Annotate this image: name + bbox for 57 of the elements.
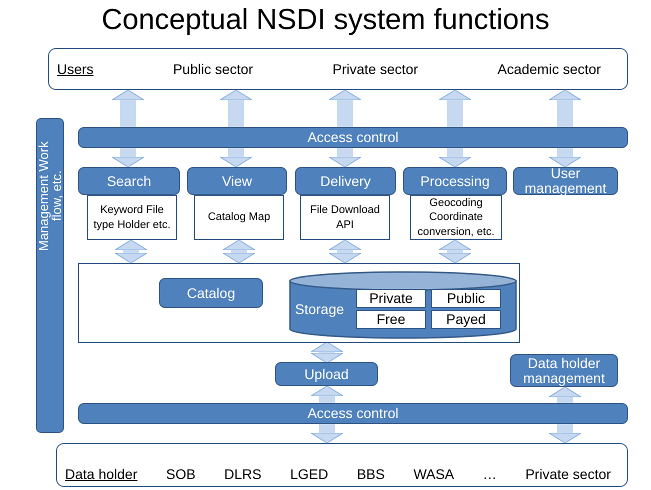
data-holder-label: BBS (356, 466, 385, 482)
data-holder-label: WASA (413, 466, 454, 482)
function-detail-box: Keyword File type Holder etc. (87, 195, 177, 240)
sector-label: Private sector (332, 61, 418, 77)
storage-category-cell: Payed (431, 310, 501, 329)
function-detail-box: File Download API (300, 195, 390, 240)
block-arrow (438, 148, 472, 168)
function-box: Catalog (159, 278, 263, 308)
block-arrow (310, 424, 344, 444)
sector-label: Public sector (172, 61, 254, 77)
block-arrow (310, 386, 344, 403)
data-holder-label: DLRS (224, 466, 262, 482)
block-arrow (112, 90, 144, 127)
block-arrow (548, 424, 582, 444)
access-control-bar: Access control (78, 127, 628, 148)
data-store-panel (78, 263, 520, 343)
function-box: Processing (403, 167, 507, 195)
block-arrow (438, 240, 472, 264)
data-holder-label: … (482, 466, 497, 482)
block-arrow (548, 386, 582, 403)
storage-category-cell: Public (431, 289, 501, 308)
function-box: Upload (275, 362, 378, 386)
function-box: User management (513, 167, 618, 195)
block-arrow (220, 148, 252, 168)
function-box: Data holder management (510, 354, 618, 387)
block-arrow (548, 148, 582, 168)
management-side-bar (36, 118, 64, 433)
data-holder-label: SOB (166, 466, 196, 482)
block-arrow (222, 240, 256, 264)
block-arrow (328, 240, 362, 264)
data-holders-box (56, 443, 628, 487)
block-arrow (328, 148, 362, 168)
function-detail-box: Geocoding Coordinate conversion, etc. (410, 195, 502, 240)
block-arrow (548, 90, 582, 127)
storage-cylinder (289, 271, 517, 339)
function-box: Delivery (295, 167, 396, 195)
data-holder-heading: Data holder (65, 466, 138, 482)
storage-category-cell: Private (356, 289, 426, 308)
data-holder-label: LGED (290, 466, 328, 482)
block-arrow (114, 240, 148, 264)
block-arrow (328, 90, 362, 127)
user-sectors-box (48, 48, 628, 90)
block-arrow (220, 90, 252, 127)
block-arrow (438, 90, 472, 127)
users-heading: Users (57, 61, 94, 77)
access-control-bar: Access control (78, 403, 628, 424)
function-box: Search (78, 167, 180, 195)
storage-category-cell: Free (356, 310, 426, 329)
function-detail-box: Catalog Map (194, 195, 284, 240)
function-box: View (187, 167, 287, 195)
block-arrow (112, 148, 144, 168)
bar-label: Management Work flow, etc. (37, 141, 63, 251)
block-arrow (310, 342, 344, 364)
sector-label: Academic sector (497, 61, 601, 77)
storage-label: Storage (295, 301, 344, 317)
data-holder-label: Private sector (525, 466, 611, 482)
diagram-title: Conceptual NSDI system functions (100, 4, 551, 37)
